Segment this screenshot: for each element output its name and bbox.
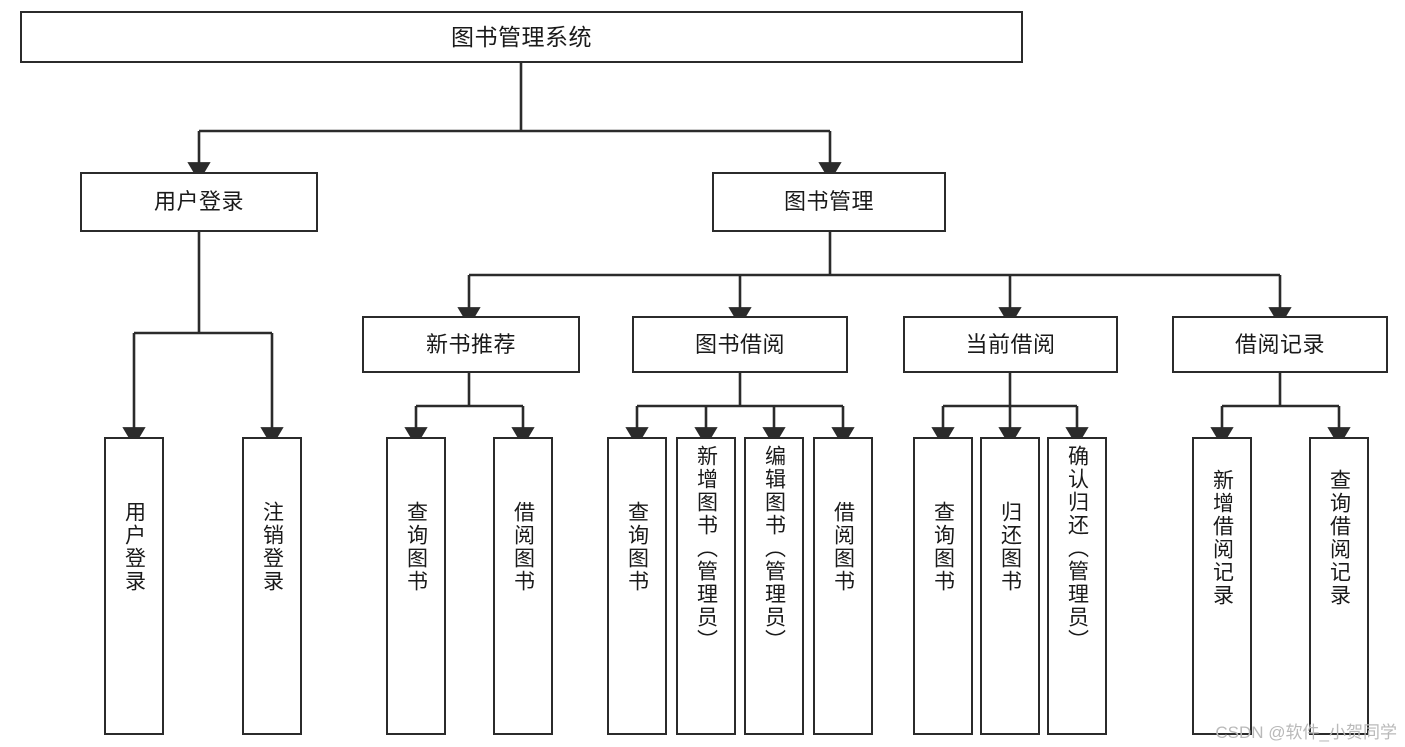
node-label: 用户登录	[153, 189, 244, 215]
node-label: 新增借阅记录	[1210, 469, 1234, 607]
node-label: 借阅图书	[511, 501, 535, 593]
node-label: 当前借阅	[965, 331, 1056, 357]
node-label: 编辑图书（管理员）	[762, 445, 786, 652]
leaf-user-login[interactable]: 用户登录	[104, 437, 164, 735]
node-label: 用户登录	[122, 501, 146, 593]
node-label: 借阅记录	[1234, 331, 1325, 357]
leaf-add-borrow-record[interactable]: 新增借阅记录	[1192, 437, 1252, 735]
node-label: 借阅图书	[831, 501, 855, 593]
node-label: 图书借阅	[694, 331, 785, 357]
leaf-edit-book-admin[interactable]: 编辑图书（管理员）	[744, 437, 804, 735]
leaf-add-book-admin[interactable]: 新增图书（管理员）	[676, 437, 736, 735]
node-book-management-system[interactable]: 图书管理系统	[20, 11, 1023, 63]
node-label: 查询图书	[625, 501, 649, 593]
leaf-user-logout[interactable]: 注销登录	[242, 437, 302, 735]
node-label: 注销登录	[260, 501, 284, 593]
node-label: 新书推荐	[425, 331, 516, 357]
node-label: 查询图书	[404, 501, 428, 593]
leaf-return-book[interactable]: 归还图书	[980, 437, 1040, 735]
node-label: 确认归还（管理员）	[1065, 445, 1089, 652]
leaf-query-book-borrow[interactable]: 查询图书	[607, 437, 667, 735]
node-label: 图书管理系统	[451, 23, 592, 50]
node-current-borrow[interactable]: 当前借阅	[903, 316, 1118, 373]
node-label: 新增图书（管理员）	[694, 445, 718, 652]
leaf-borrow-book-recommend[interactable]: 借阅图书	[493, 437, 553, 735]
node-book-borrow[interactable]: 图书借阅	[632, 316, 848, 373]
node-new-book-recommend[interactable]: 新书推荐	[362, 316, 580, 373]
node-user-login[interactable]: 用户登录	[80, 172, 318, 232]
leaf-query-borrow-record[interactable]: 查询借阅记录	[1309, 437, 1369, 735]
leaf-confirm-return-admin[interactable]: 确认归还（管理员）	[1047, 437, 1107, 735]
leaf-query-book-recommend[interactable]: 查询图书	[386, 437, 446, 735]
node-label: 查询借阅记录	[1327, 469, 1351, 607]
node-label: 查询图书	[931, 501, 955, 593]
leaf-query-book-current[interactable]: 查询图书	[913, 437, 973, 735]
node-label: 图书管理	[783, 189, 874, 215]
node-book-management[interactable]: 图书管理	[712, 172, 946, 232]
node-borrow-record[interactable]: 借阅记录	[1172, 316, 1388, 373]
node-label: 归还图书	[998, 501, 1022, 593]
leaf-borrow-book[interactable]: 借阅图书	[813, 437, 873, 735]
csdn-watermark: CSDN @软件_小贺同学	[1215, 723, 1397, 742]
